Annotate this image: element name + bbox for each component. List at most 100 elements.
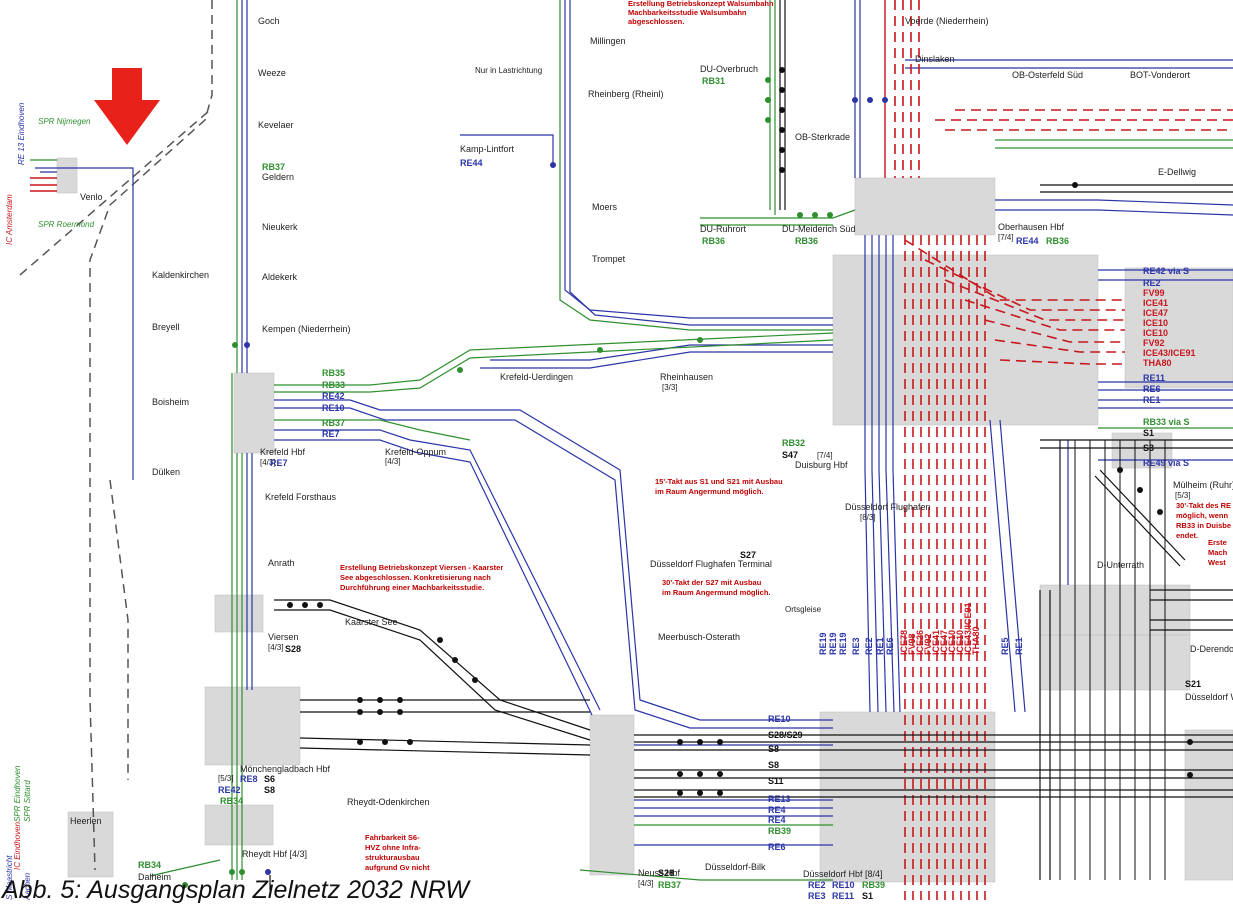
station-terminal: Düsseldorf Flughafen Terminal: [650, 559, 772, 569]
east-box: [1184, 729, 1233, 881]
right-list-item: FV92: [1143, 338, 1165, 348]
note-re-3: RB33 in Duisbe: [1176, 521, 1231, 530]
venlo-box: [56, 157, 78, 194]
station-oberhausen: Oberhausen Hbf: [998, 222, 1065, 232]
krefeld-hbf-box: [233, 372, 275, 454]
label-rb34-b: RB34: [138, 860, 161, 870]
note-viersen-2: See abgeschlossen. Konkretisierung nach: [340, 573, 491, 582]
right-list-item: RE1: [1143, 395, 1161, 405]
note-re-1: 30'-Takt des RE: [1176, 501, 1231, 510]
label-rb39: RB39: [862, 880, 885, 890]
vertical-line-label: RE3: [851, 637, 861, 655]
label-re42: RE42: [322, 391, 345, 401]
muelheim-box: [1111, 432, 1173, 469]
note-re-4: endet.: [1176, 531, 1198, 540]
label-s28: S28: [285, 644, 301, 654]
border-south: [109, 479, 129, 780]
label-s28-b: S28: [658, 868, 674, 878]
station-trompet: Trompet: [592, 254, 626, 264]
station-du-overbruch: DU-Overbruch: [700, 64, 758, 74]
note-west-3: West: [1208, 558, 1226, 567]
vertical-line-label: ICE47: [939, 630, 949, 655]
label-s1: S1: [862, 891, 873, 901]
station-mgbf: Mönchengladbach Hbf: [240, 764, 331, 774]
duisburg-box: [832, 254, 1099, 426]
trunk-re4-a: RE4: [768, 805, 786, 815]
trunk-s8-b: S8: [768, 760, 779, 770]
right-list-item: ICE43/ICE91: [1143, 348, 1196, 358]
label-re7-b: RE7: [322, 429, 340, 439]
note-viersen-3: Durchführung einer Machbarkeitsstudie.: [340, 583, 484, 592]
right-list-item: THA80: [1143, 358, 1172, 368]
trunk-s8-a: S8: [768, 744, 779, 754]
sub-rheinhausen: [3/3]: [662, 383, 678, 392]
sub-flughafen: [8/3]: [860, 513, 876, 522]
vertical-line-label: ICE10: [947, 630, 957, 655]
side-spr-eindhoven: SPR Eindhoven: [13, 765, 22, 822]
station-du-meiderich: DU-Meiderich Süd: [782, 224, 856, 234]
vertical-line-label: RE1: [1014, 637, 1024, 655]
right-list-item: ICE47: [1143, 308, 1168, 318]
sub-muelheim: [5/3]: [1175, 491, 1191, 500]
station-krefeld-uerdingen: Krefeld-Uerdingen: [500, 372, 573, 382]
green-lines: [30, 0, 1233, 881]
side-spr-nijmegen: SPR Nijmegen: [38, 117, 91, 126]
label-rb36: RB36: [702, 236, 725, 246]
right-list-item: RE11: [1143, 373, 1165, 383]
station-duelken: Dülken: [152, 467, 180, 477]
note-viersen-1: Erstellung Betriebskonzept Viersen - Kaa…: [340, 563, 503, 572]
note-walsum-2: Machbarkeitsstudie Walsumbahn: [628, 8, 747, 17]
border-lines: [19, 0, 213, 871]
red-dashed-lines: [894, 0, 1233, 900]
side-re13-eindhoven: RE 13 Eindhoven: [17, 102, 26, 165]
station-dalheim: Dalheim: [138, 872, 171, 882]
station-millingen: Millingen: [590, 36, 626, 46]
side-ic-eindhoven: IC Eindhoven: [13, 821, 22, 870]
right-list-item: S1: [1143, 428, 1154, 438]
unterrath-box: [1039, 584, 1191, 636]
station-venlo: Venlo: [80, 192, 103, 202]
vertical-line-label: RE5: [1000, 637, 1010, 655]
side-spr-sittard: SPR Sittard: [23, 780, 32, 822]
derendorf-box: [1039, 634, 1191, 691]
trunk-labels: S28/S29 S8 S8 S11 RE13 RE4 RE4 RB39 RE6 …: [768, 714, 803, 852]
label-rb35: RB35: [322, 368, 345, 378]
line-labels: RB37 RE7 RB35 RB33 RE42 RE10 RB37 RE7 RE…: [138, 76, 1201, 901]
note-re-2: möglich, wenn: [1176, 511, 1229, 520]
station-duisburg: Duisburg Hbf: [795, 460, 848, 470]
right-list-item: RB33 via S: [1143, 417, 1190, 427]
label-re44-b: RE44: [1016, 236, 1039, 246]
vertical-line-label: RE19: [838, 632, 848, 655]
note-s1-2: im Raum Angermund möglich.: [655, 487, 763, 496]
station-heerlen: Heerlen: [70, 816, 102, 826]
right-list-item: ICE10: [1143, 328, 1168, 338]
trunk-s11: S11: [768, 776, 784, 786]
station-kaldenkirchen: Kaldenkirchen: [152, 270, 209, 280]
oberhausen-box: [854, 177, 996, 236]
sub-duisburg: [7/4]: [817, 451, 833, 460]
station-du-ruhrort: DU-Ruhrort: [700, 224, 747, 234]
station-weeze: Weeze: [258, 68, 286, 78]
station-duesseldorf-hbf: Düsseldorf Hbf [8/4]: [803, 869, 883, 879]
sub-lastrichtung: Nur in Lastrichtung: [475, 66, 542, 75]
trunk-re6: RE6: [768, 842, 786, 852]
red-arrow-icon: [94, 68, 160, 145]
note-walsum-1: Erstellung Betriebskonzept Walsumbahn: [628, 0, 774, 8]
right-list-item: S3: [1143, 443, 1154, 453]
station-duesseldorf-bilk: Düsseldorf-Bilk: [705, 862, 766, 872]
station-rheinhausen: Rheinhausen: [660, 372, 713, 382]
sub-oppum: [4/3]: [385, 457, 401, 466]
neuss-box: [589, 714, 635, 876]
station-bot-vonderort: BOT-Vonderort: [1130, 70, 1191, 80]
mgbf-box: [204, 686, 301, 766]
vertical-line-label: ICE41: [931, 630, 941, 655]
station-rheinberg: Rheinberg (Rheinl): [588, 89, 664, 99]
station-krefeld-hbf: Krefeld Hbf: [260, 447, 306, 457]
station-d-derendorf: D-Derendorf: [1190, 644, 1233, 654]
station-voerde: Voerde (Niederrhein): [905, 16, 989, 26]
label-rb37-b: RB37: [322, 418, 345, 428]
station-viersen: Viersen: [268, 632, 298, 642]
right-list-item: ICE10: [1143, 318, 1168, 328]
